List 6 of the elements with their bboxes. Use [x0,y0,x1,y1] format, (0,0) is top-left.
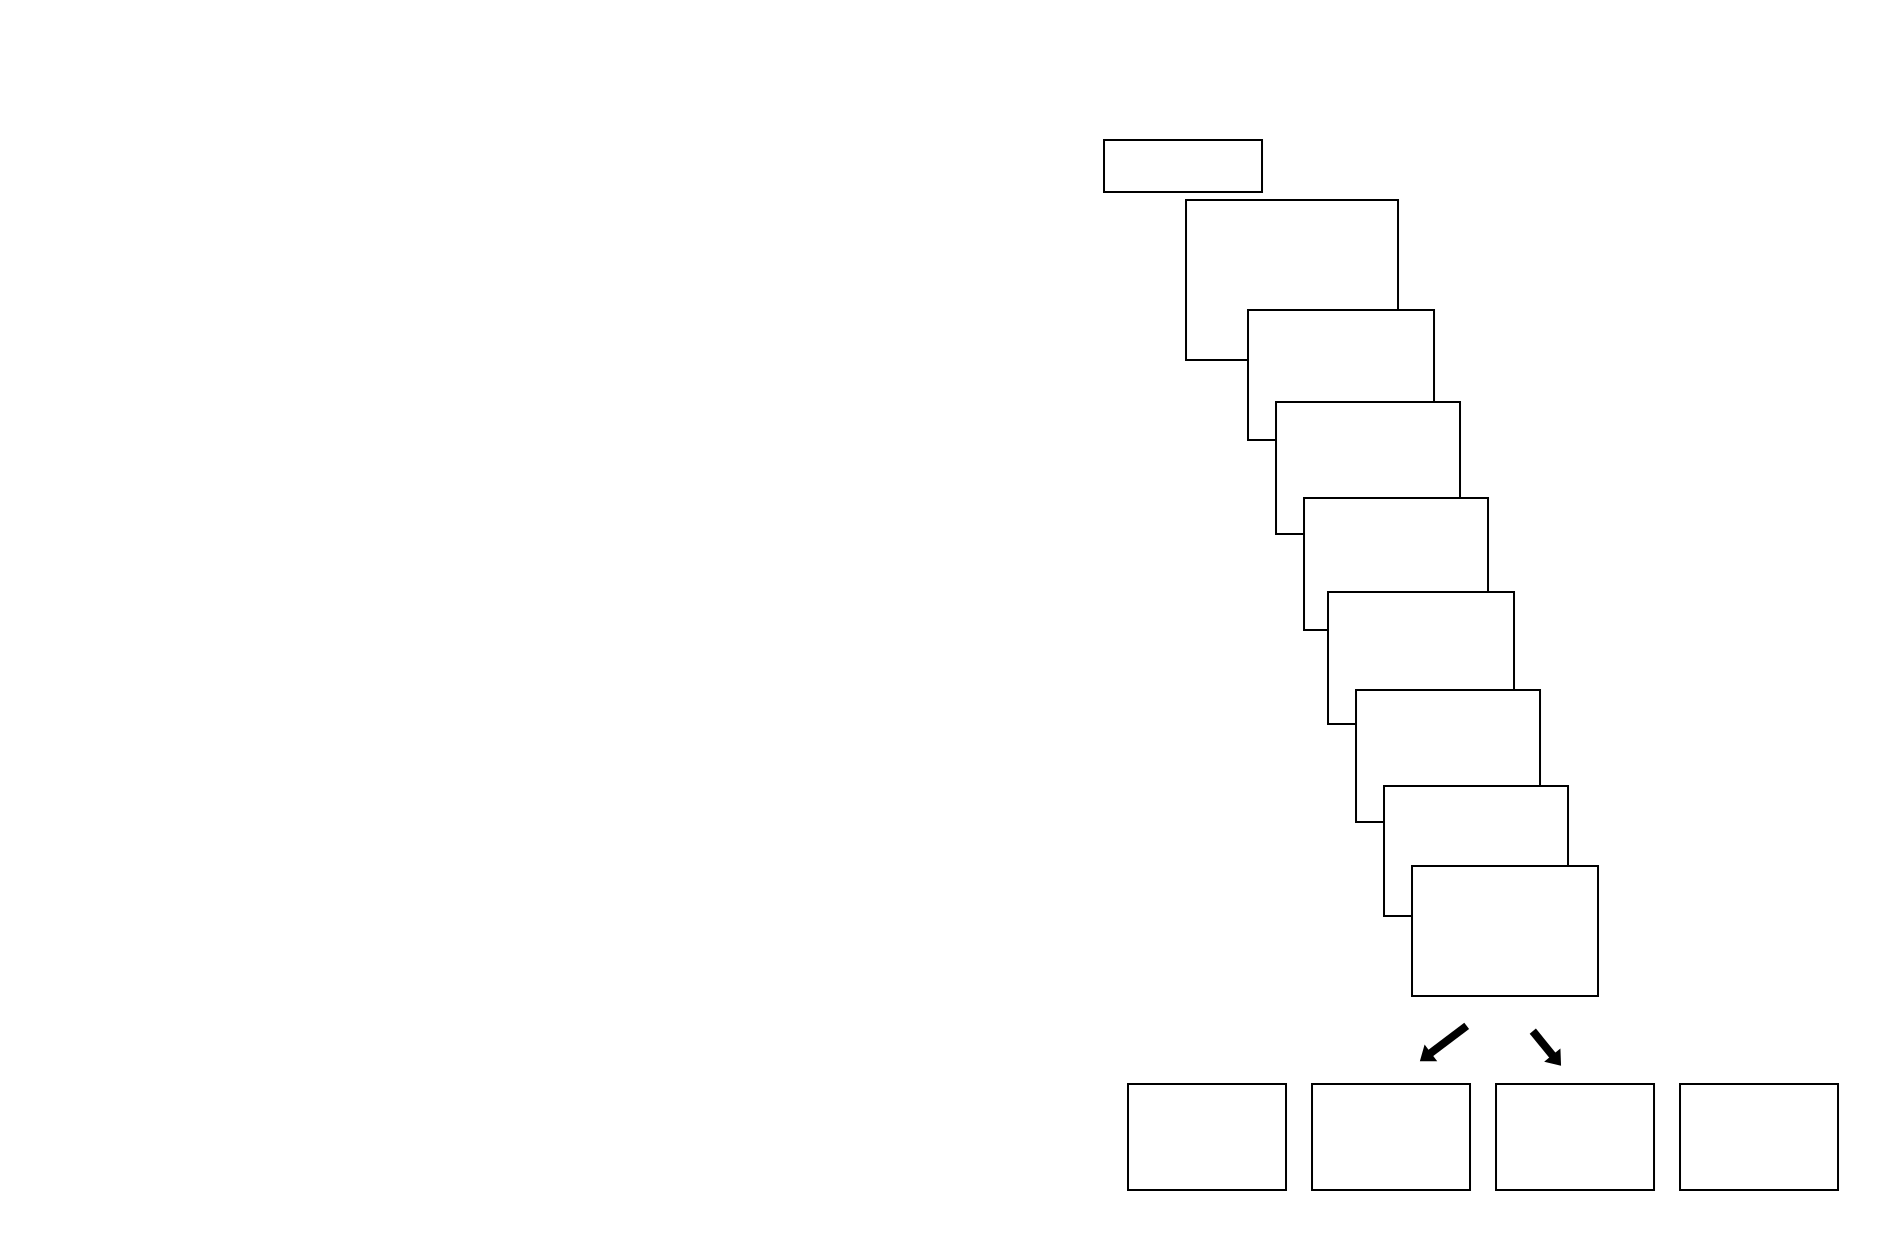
empty-box [1127,1083,1287,1191]
empty-box [1679,1083,1839,1191]
empty-box [1311,1083,1471,1191]
empty-box [1411,865,1599,997]
empty-box [1495,1083,1655,1191]
empty-box [1103,139,1263,193]
